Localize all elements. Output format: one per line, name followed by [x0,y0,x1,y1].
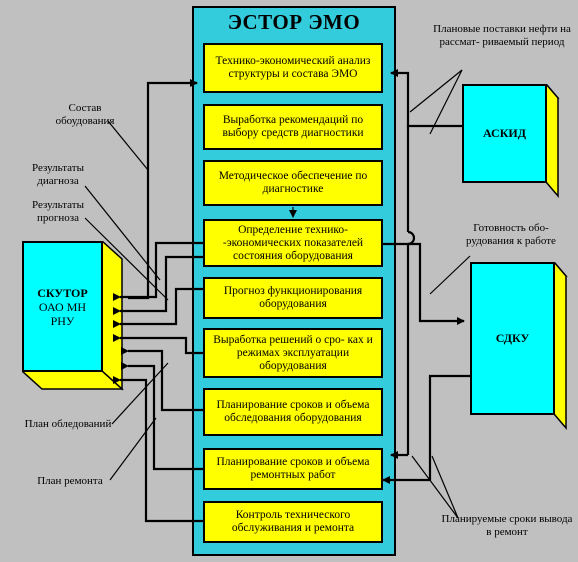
note-planned-supplies: Плановые поставки нефти на рассмат- рива… [433,23,571,48]
note-equipment-readiness: Готовность обо- рудования к работе [466,222,556,247]
askid-label: АСКИД [462,84,547,183]
note-survey-plan: План обледований [24,418,112,430]
sdku-label: СДКУ [470,262,555,415]
skutor-line1: СКУТОР [37,285,88,300]
block-operation-forecast: Прогноз функционирования оборудования [203,277,383,319]
askid-system: АСКИД [462,84,560,198]
note-repair-plan: План ремонта [37,475,103,487]
block-survey-planning: Планирование сроков и объема обследовани… [203,388,383,436]
skutor-system: СКУТОР ОАО МН РНУ [22,241,124,391]
block-methodological-support: Методическое обеспечение по диагностике [203,160,383,206]
note-forecast-results: Результаты прогноза [32,199,84,224]
block-repair-planning: Планирование сроков и объема ремонтных р… [203,448,383,490]
block-maintenance-control: Контроль технического обслуживания и рем… [203,501,383,543]
panel-title: ЭСТОР ЭМО [227,10,361,34]
skutor-line3: РНУ [50,313,75,328]
block-operation-decisions: Выработка решений о сро- ках и режимах э… [203,328,383,378]
block-condition-indicators: Определение технико- -экономических пока… [203,219,383,267]
skutor-line2: ОАО МН [38,299,87,314]
sdku-system: СДКУ [470,262,568,430]
block-technical-economic-analysis: Технико-экономический анализ структуры и… [203,43,383,93]
note-equipment-composition: Состав обоудования [55,102,115,127]
note-planned-downtime: Планируемые сроки вывода в ремонт [441,513,573,538]
note-diagnosis-results: Результаты диагноза [32,162,84,187]
block-diagnostic-tools-recommendations: Выработка рекомендаций по выбору средств… [203,104,383,150]
skutor-label: СКУТОР ОАО МН РНУ [22,241,103,372]
